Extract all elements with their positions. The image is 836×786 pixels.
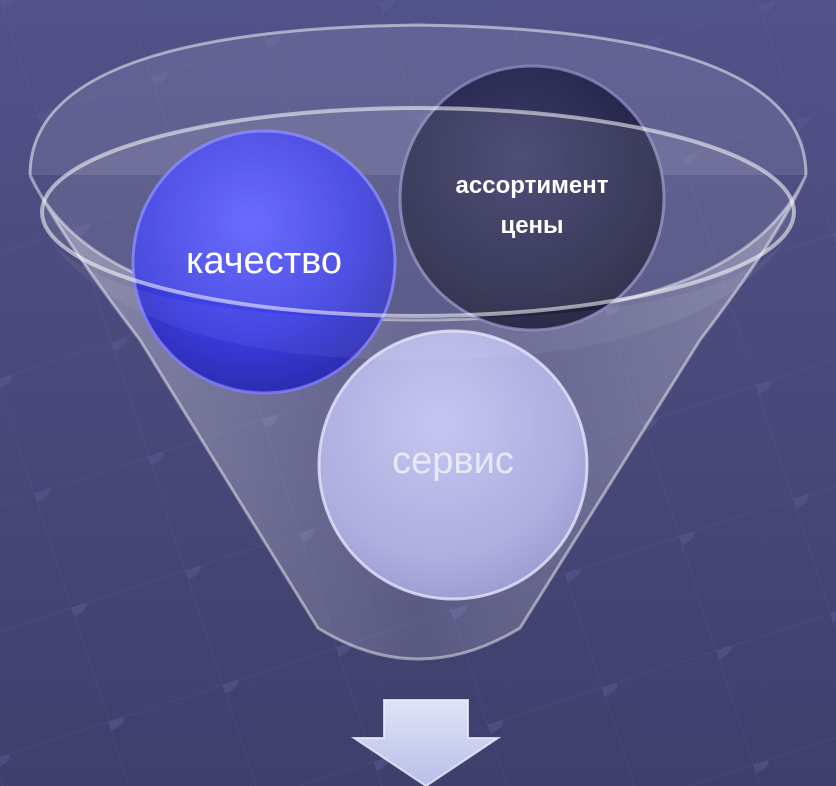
funnel-front-rim	[40, 106, 796, 318]
service-circle	[317, 329, 589, 601]
assortment-circle	[398, 64, 666, 332]
down-arrow	[350, 699, 502, 786]
funnel-lower-overlay	[50, 240, 786, 360]
quality-circle	[131, 129, 397, 395]
